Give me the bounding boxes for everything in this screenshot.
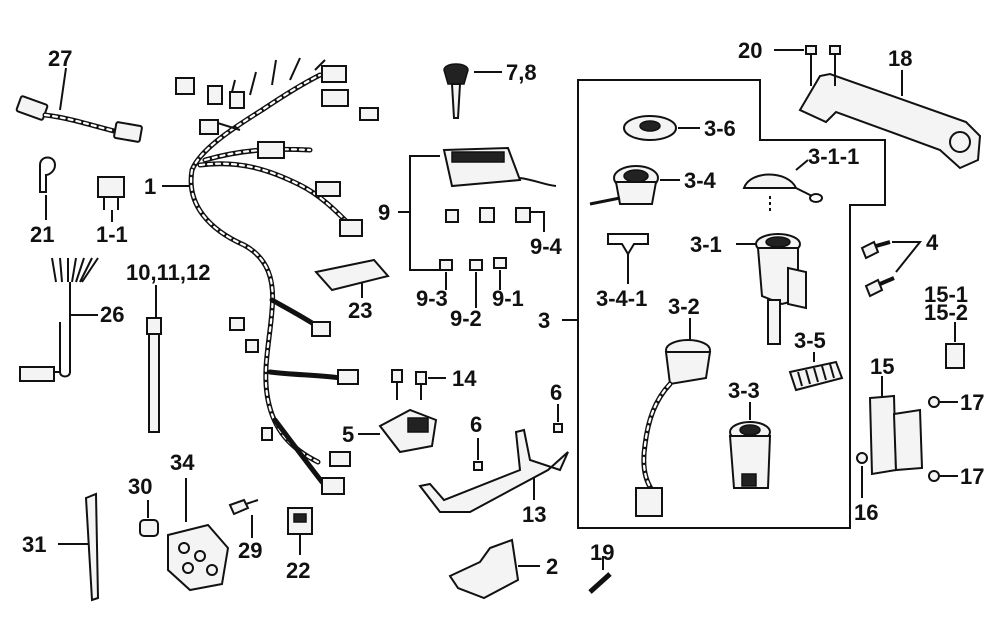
part-22-connector [287, 507, 313, 555]
callout-15: 15 [870, 354, 894, 379]
part-3-6-cover [623, 115, 700, 141]
callout-22: 22 [286, 558, 310, 583]
callout-3-2: 3-2 [668, 294, 700, 319]
callout-9-1: 9-1 [492, 286, 524, 311]
callout-3-4-1: 3-4-1 [596, 286, 647, 311]
part-26-wire-lead [19, 257, 99, 382]
callout-21: 21 [30, 222, 54, 247]
callout-9-2: 9-2 [450, 306, 482, 331]
part-3-4-lock [589, 165, 680, 206]
part-3-2-switch-lead [635, 318, 712, 517]
part-18-bracket [798, 70, 982, 170]
part-17-screws [928, 396, 958, 482]
callout-1-1: 1-1 [96, 222, 128, 247]
callout-5: 5 [342, 422, 354, 447]
callout-31: 31 [22, 532, 46, 557]
callout-18: 18 [888, 46, 912, 71]
callout-27: 27 [48, 46, 72, 71]
part-5-regulator [358, 408, 438, 454]
part-19-pin [588, 556, 612, 594]
callout-30: 30 [128, 474, 152, 499]
part-3-4-1-clip [607, 233, 649, 284]
callout-1: 1 [144, 174, 156, 199]
part-29-screw [228, 498, 259, 538]
callout-23: 23 [348, 298, 372, 323]
callout-3: 3 [538, 308, 550, 333]
part-2-bracket [448, 538, 540, 600]
part-10-11-12-cable-tie [146, 285, 162, 433]
part-30-grommet [139, 500, 159, 537]
group-3-outline [577, 79, 886, 529]
part-34-switch-assembly [167, 478, 230, 592]
part-3-1-1-cap [742, 159, 823, 214]
callout-10-11-12: 10,11,12 [126, 260, 210, 285]
callout-3-5: 3-5 [794, 328, 826, 353]
part-14-screws [391, 369, 446, 400]
callout-9: 9 [378, 200, 390, 225]
callout-14: 14 [452, 366, 477, 391]
callout-3-1-1: 3-1-1 [808, 144, 859, 169]
callout-29: 29 [238, 538, 262, 563]
part-13-bracket [418, 428, 569, 513]
part-15-panel [868, 376, 924, 476]
callout-13: 13 [522, 502, 546, 527]
part-21-clip [39, 156, 57, 220]
callout-3-6: 3-6 [704, 116, 736, 141]
callout-9-3: 9-3 [416, 286, 448, 311]
part-31-cable-tie [58, 492, 100, 602]
callout-26: 26 [100, 302, 124, 327]
part-9-control-unit [398, 146, 557, 308]
callout-3-4: 3-4 [684, 168, 717, 193]
part-4-bolts [860, 240, 923, 298]
callout-19: 19 [590, 540, 614, 565]
callout-3-3: 3-3 [728, 378, 760, 403]
part-23-pad [314, 258, 390, 298]
part-3-5-spring [788, 352, 844, 392]
callout-15-2: 15-2 [924, 300, 968, 325]
callout-34: 34 [170, 450, 195, 475]
callout-20: 20 [738, 38, 762, 63]
callout-4: 4 [926, 230, 939, 255]
part-15-1-15-2-plug [945, 322, 965, 369]
part-20-bolts [774, 45, 841, 86]
part-27-sub-harness [15, 67, 143, 143]
part-3-1-ignition-switch [736, 233, 807, 345]
part-3-3-seat-lock [728, 402, 772, 489]
callout-17-a: 17 [960, 390, 984, 415]
callout-7-8: 7,8 [506, 60, 537, 85]
callout-2: 2 [546, 554, 558, 579]
part-7-8-key [443, 63, 502, 119]
callout-15-1: 15-1 [924, 282, 968, 307]
callout-16: 16 [854, 500, 878, 525]
callout-3-1: 3-1 [690, 232, 722, 257]
part-6-bolts [473, 404, 563, 471]
callout-6-a: 6 [470, 412, 482, 437]
callout-9-4: 9-4 [530, 234, 563, 259]
part-1-main-harness [162, 57, 379, 495]
callout-17-b: 17 [960, 464, 984, 489]
part-1-1-relay [97, 176, 125, 222]
callout-6-b: 6 [550, 380, 562, 405]
part-16-nut [856, 452, 868, 498]
